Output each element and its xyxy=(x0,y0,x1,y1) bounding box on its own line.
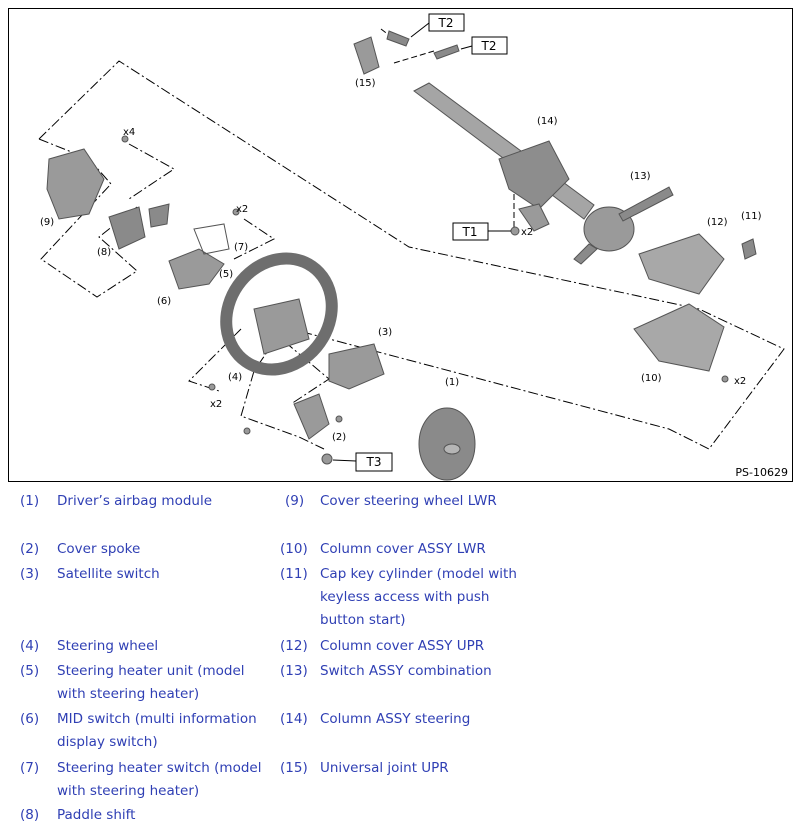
callout-7: (7) xyxy=(234,242,248,253)
callout-12: (12) xyxy=(707,217,728,228)
legend-num: (3) xyxy=(20,566,40,582)
legend-num: (9) xyxy=(285,493,305,509)
callout-8: (8) xyxy=(97,247,111,258)
qty-x2-b: x2 xyxy=(521,227,533,238)
qty-x2-d: x2 xyxy=(734,376,746,387)
legend-text: Steering wheel xyxy=(57,638,159,654)
callout-3: (3) xyxy=(378,327,392,338)
paddle-shift-part xyxy=(108,203,170,250)
callout-10: (10) xyxy=(641,373,662,384)
t2a-label: T2 xyxy=(438,16,454,30)
legend-text: Column cover ASSY UPR xyxy=(320,638,485,654)
qty-x4: x4 xyxy=(123,127,135,138)
figure-id: PS-10629 xyxy=(735,466,788,479)
legend-text: Universal joint UPR xyxy=(320,760,449,776)
callout-9: (9) xyxy=(40,217,54,228)
heater-parts xyxy=(168,223,230,290)
legend-text: Steering heater unit (model xyxy=(57,663,245,679)
t3-label: T3 xyxy=(366,455,382,469)
legend-text: Driver’s airbag module xyxy=(57,493,213,509)
callout-1: (1) xyxy=(445,377,459,388)
callout-15: (15) xyxy=(355,78,376,89)
legend-text: MID switch (multi information xyxy=(57,711,257,727)
t1-label: T1 xyxy=(462,225,478,239)
legend-num: (7) xyxy=(20,760,40,776)
satellite-switch-part xyxy=(328,343,385,390)
legend-num: (10) xyxy=(280,541,308,557)
combination-switch-part xyxy=(573,186,674,265)
legend-text: Cover steering wheel LWR xyxy=(320,493,497,509)
callout-5: (5) xyxy=(219,269,233,280)
legend-text: Steering heater switch (model xyxy=(57,760,262,776)
legend-text-line2: keyless access with push xyxy=(320,589,490,605)
legend-num: (6) xyxy=(20,711,40,727)
callout-4: (4) xyxy=(228,372,242,383)
legend-text-line2: with steering heater) xyxy=(57,783,200,799)
legend-num: (11) xyxy=(280,566,308,582)
t2b-box xyxy=(471,36,508,55)
legend-num: (5) xyxy=(20,663,40,679)
column-cover-lwr-part xyxy=(633,303,725,372)
exploded-diagram: T2 T2 T1 T3 (1) (2) (3) (4) (5) (6) (7) … xyxy=(8,8,793,482)
cover-spoke-part xyxy=(293,393,330,440)
key-cap-part xyxy=(741,238,757,260)
legend-num: (15) xyxy=(280,760,308,776)
legend-text: Paddle shift xyxy=(57,807,136,823)
legend-text-line2: display switch) xyxy=(57,734,158,750)
t2a-box xyxy=(428,13,465,32)
legend-text: Cover spoke xyxy=(57,541,141,557)
t2b-label: T2 xyxy=(481,39,497,53)
steering-column-part xyxy=(413,82,595,232)
t3-box xyxy=(355,452,393,472)
callout-2: (2) xyxy=(332,432,346,443)
legend-text-line3: button start) xyxy=(320,612,406,628)
callout-14: (14) xyxy=(537,116,558,127)
legend-num: (1) xyxy=(20,493,40,509)
legend-text-line2: with steering heater) xyxy=(57,686,200,702)
callout-13: (13) xyxy=(630,171,651,182)
legend-num: (4) xyxy=(20,638,40,654)
legend-text: Switch ASSY combination xyxy=(320,663,492,679)
legend-num: (13) xyxy=(280,663,308,679)
universal-joint-part xyxy=(353,30,460,75)
legend-text: Cap key cylinder (model with xyxy=(320,566,517,582)
legend-num: (2) xyxy=(20,541,40,557)
cover-lwr-part xyxy=(46,148,105,220)
legend-text: Satellite switch xyxy=(57,566,160,582)
legend-num: (12) xyxy=(280,638,308,654)
screws xyxy=(121,135,729,465)
legend-num: (8) xyxy=(20,807,40,823)
legend-num: (14) xyxy=(280,711,308,727)
qty-x2-c: x2 xyxy=(210,399,222,410)
callout-11: (11) xyxy=(741,211,762,222)
callout-6: (6) xyxy=(157,296,171,307)
column-cover-upr-part xyxy=(638,233,725,295)
steering-wheel-part xyxy=(220,252,338,376)
airbag-part xyxy=(418,407,476,481)
legend-text: Column ASSY steering xyxy=(320,711,471,727)
qty-x2-a: x2 xyxy=(236,204,248,215)
legend-text: Column cover ASSY LWR xyxy=(320,541,486,557)
